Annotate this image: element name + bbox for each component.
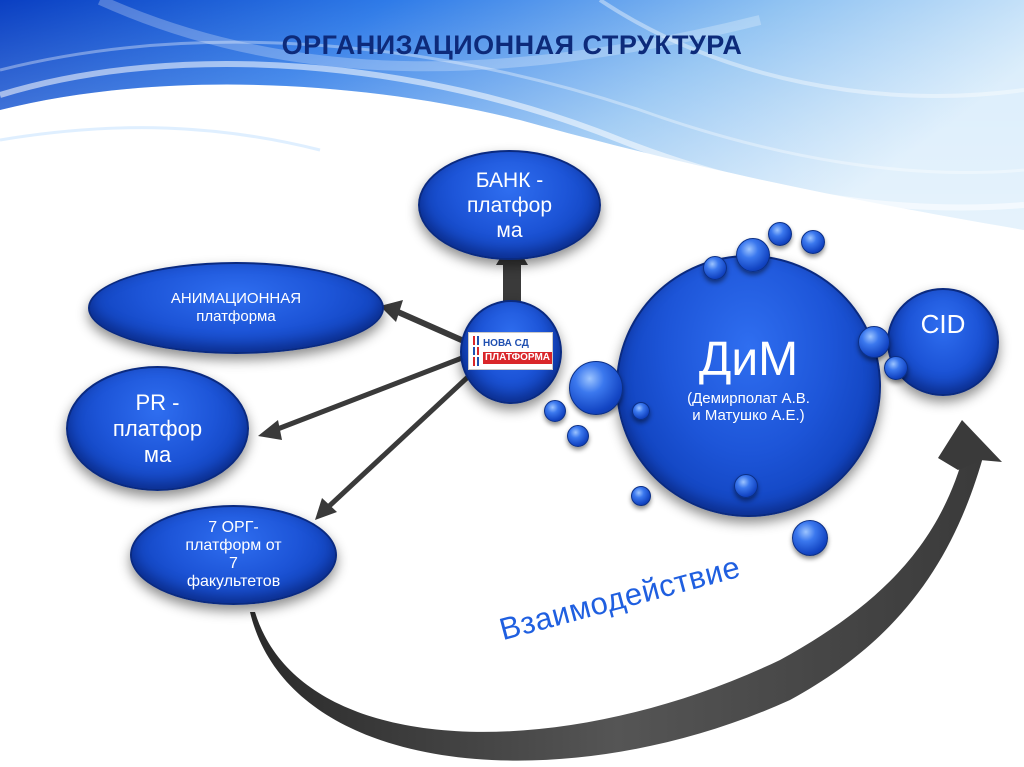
- org-platform-node: 7 ОРГ- платформ от 7 факультетов: [130, 505, 337, 605]
- bubble-decoration: [567, 425, 589, 447]
- animation-platform-label: АНИМАЦИОННАЯ платформа: [170, 290, 302, 325]
- pr-platform-label: PR - платфор ма: [112, 389, 203, 467]
- bubble-decoration: [544, 400, 566, 422]
- logo-line-1: НОВА СД: [482, 338, 529, 349]
- page-title: ОРГАНИЗАЦИОННАЯ СТРУКТУРА: [281, 30, 743, 60]
- dim-node: ДиМ (Демирполат А.В. и Матушко А.Е.): [616, 255, 881, 517]
- logo-mark-icon: [473, 336, 479, 366]
- bubble-decoration: [884, 356, 908, 380]
- bubble-decoration: [736, 238, 770, 272]
- animation-platform-node: АНИМАЦИОННАЯ платформа: [88, 262, 384, 354]
- bank-platform-node: БАНК - платфор ма: [418, 150, 601, 260]
- bubble-decoration: [703, 256, 727, 280]
- logo-line-2: ПЛАТФОРМА: [482, 352, 552, 364]
- bubble-decoration: [569, 361, 623, 415]
- dim-subtitle: (Демирполат А.В. и Матушко А.Е.): [687, 390, 810, 424]
- bubble-decoration: [801, 230, 825, 254]
- bubble-decoration: [792, 520, 828, 556]
- dim-title: ДиМ: [698, 333, 799, 386]
- nova-sd-logo: НОВА СД ПЛАТФОРМА: [468, 332, 553, 370]
- bubble-decoration: [768, 222, 792, 246]
- org-platform-label: 7 ОРГ- платформ от 7 факультетов: [185, 519, 282, 590]
- cid-node: CID: [887, 288, 999, 396]
- bubble-decoration: [734, 474, 758, 498]
- bank-platform-label: БАНК - платфор ма: [466, 168, 553, 242]
- cid-label: CID: [920, 309, 966, 339]
- bubble-decoration: [858, 326, 890, 358]
- bubble-decoration: [632, 402, 650, 420]
- interaction-arc-arrow: [250, 420, 1002, 761]
- bubble-decoration: [631, 486, 651, 506]
- pr-platform-node: PR - платфор ма: [66, 366, 249, 491]
